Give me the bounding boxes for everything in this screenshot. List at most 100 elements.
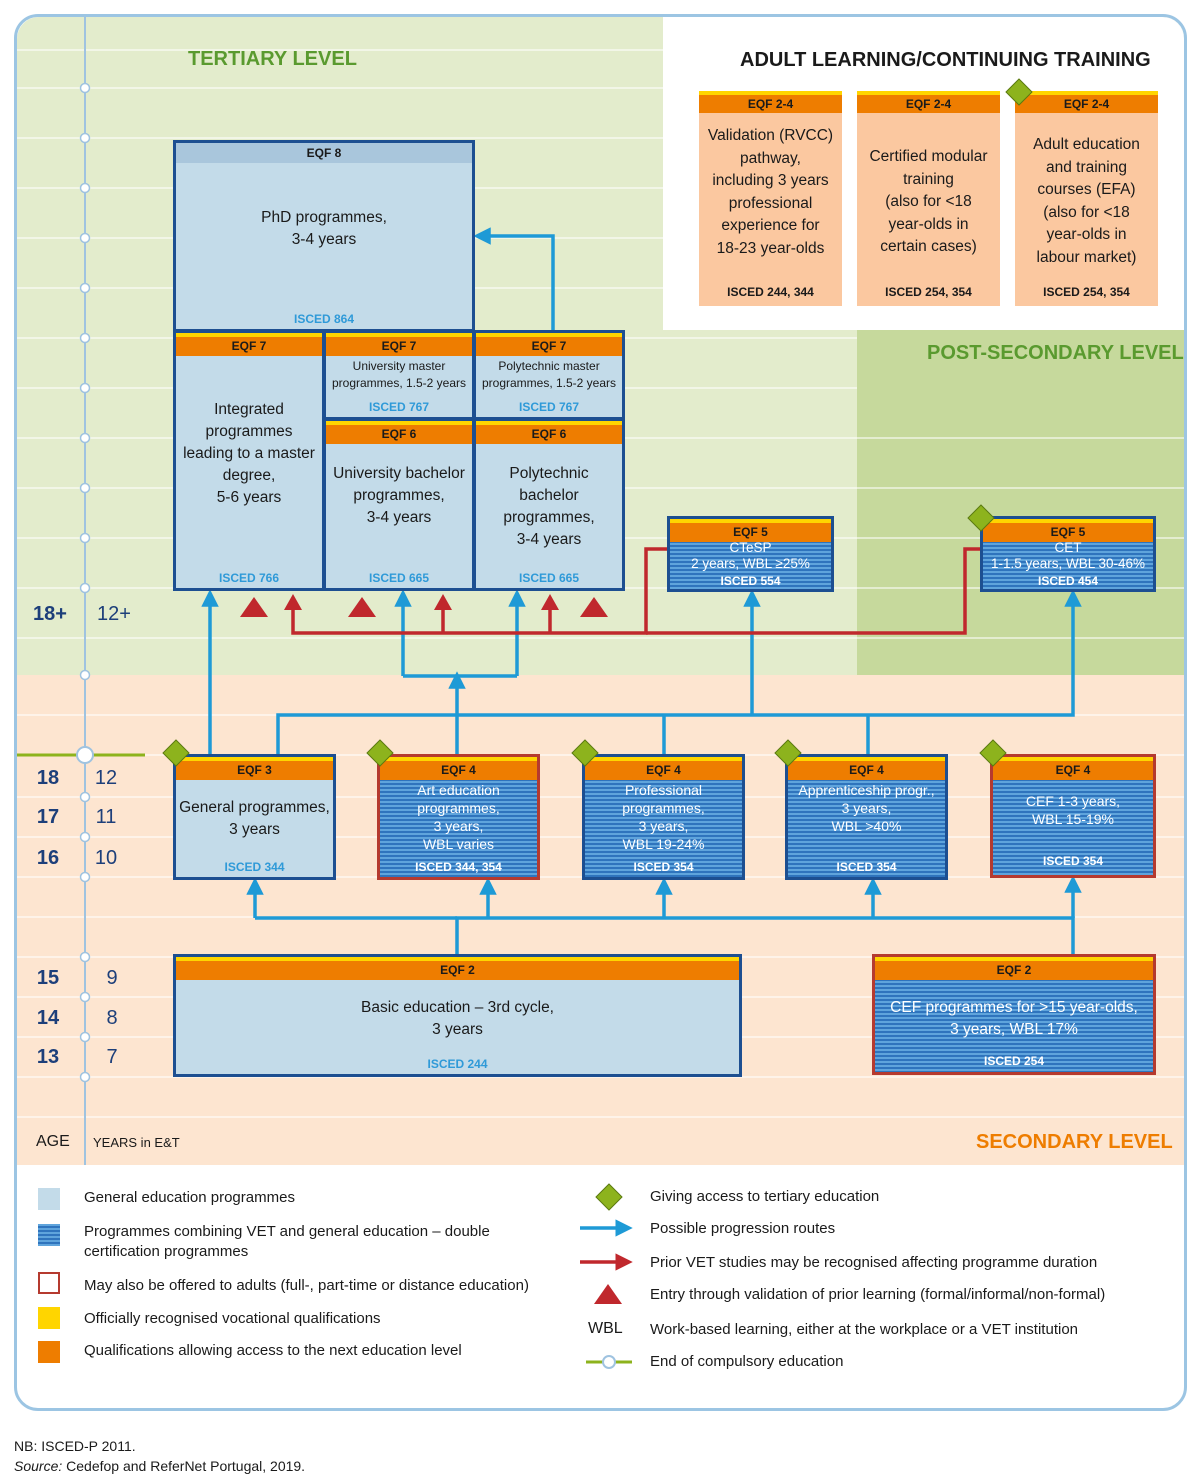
isced-label: ISCED 554 xyxy=(720,574,781,588)
isced-label: ISCED 767 xyxy=(368,400,430,414)
age-value: 17 xyxy=(36,806,60,828)
post-secondary-area xyxy=(857,330,1184,675)
years-label: YEARS in E&T xyxy=(93,1135,180,1150)
box-line: 3 years xyxy=(229,821,280,838)
box-line: 5-6 years xyxy=(216,489,282,506)
box-line: pathway, xyxy=(740,149,801,167)
isced-label: ISCED 766 xyxy=(218,571,280,585)
eqf-label: EQF 4 xyxy=(993,757,1153,780)
box-line: WBL 19-24% xyxy=(622,836,705,852)
poly-bachelor-box: EQF 6 Polytechnic bachelor programmes, 3… xyxy=(473,418,625,591)
isced-label: ISCED 254, 354 xyxy=(885,285,972,299)
box-line: 2 years, WBL ≥25% xyxy=(691,556,810,571)
box-line: General programmes, xyxy=(179,799,330,816)
box-line: labour market) xyxy=(1036,248,1137,266)
uni-master-box: EQF 7 University master programmes, 1.5-… xyxy=(323,330,475,420)
secondary-level-title: SECONDARY LEVEL xyxy=(976,1131,1173,1153)
box-line: year-olds in xyxy=(888,215,969,233)
box-line: Polytechnic xyxy=(509,465,589,482)
eqf-label: EQF 2 xyxy=(875,957,1153,980)
progression-routes xyxy=(201,227,1082,955)
box-line: CET xyxy=(1054,540,1082,555)
box-line: 3-4 years xyxy=(291,231,357,248)
eqf-label: EQF 7 xyxy=(326,333,472,356)
nb-note: NB: ISCED-P 2011. xyxy=(14,1438,136,1454)
source-text: Cedefop and ReferNet Portugal, 2019. xyxy=(62,1458,306,1474)
box-line: certain cases) xyxy=(880,238,977,255)
box-line: Polytechnic master xyxy=(498,359,600,373)
apprenticeship-box: EQF 4 Apprenticeship progr., 3 years, WB… xyxy=(785,754,948,880)
box-line: courses (EFA) xyxy=(1037,181,1136,198)
box-line: programmes, 1.5-2 years xyxy=(331,376,467,390)
adult-learning-title: ADULT LEARNING/CONTINUING TRAINING xyxy=(740,49,1151,71)
general-programmes-box: EQF 3 General programmes, 3 years ISCED … xyxy=(173,754,336,880)
box-line: Integrated xyxy=(214,401,284,418)
compulsory-marker xyxy=(76,746,94,764)
box-line: programmes, xyxy=(503,509,595,526)
box-line: CEF 1-3 years, xyxy=(1025,793,1121,809)
box-line: programmes, xyxy=(622,800,705,816)
phd-box: EQF 8 PhD programmes, 3-4 years ISCED 86… xyxy=(173,140,475,332)
legend-line: Programmes combining VET and general edu… xyxy=(84,1223,490,1240)
source-note: Source: Cedefop and ReferNet Portugal, 2… xyxy=(14,1458,305,1474)
years-value: 7 xyxy=(106,1046,118,1068)
box-line: Art education xyxy=(417,782,500,798)
age-value: 16 xyxy=(36,847,60,869)
years-value: 12+ xyxy=(97,603,131,625)
box-line: professional xyxy=(728,194,813,212)
eqf-label: EQF 3 xyxy=(176,757,333,780)
adult-box-modular: EQF 2-4 Certified modular training (also… xyxy=(857,91,1000,306)
box-line: PhD programmes, xyxy=(261,209,387,226)
isced-label: ISCED 244 xyxy=(427,1057,488,1071)
swatch-general xyxy=(38,1188,60,1210)
box-line: 3 years xyxy=(432,1021,483,1038)
isced-label: ISCED 244, 344 xyxy=(727,285,814,299)
box-line: 3-4 years xyxy=(366,509,432,526)
swatch-official xyxy=(38,1307,60,1329)
cet-box: EQF 5 CET 1-1.5 years, WBL 30-46% ISCED … xyxy=(980,516,1156,592)
box-line: experience for xyxy=(721,217,820,234)
legend-wbl: Work-based learning, either at the workp… xyxy=(650,1321,1078,1338)
box-line: CEF programmes for >15 year-olds, xyxy=(890,999,1138,1016)
box-line: 18-23 year-olds xyxy=(716,239,825,257)
box-line: 3-4 years xyxy=(516,531,582,548)
years-value: 8 xyxy=(106,1007,118,1029)
box-line: year-olds in xyxy=(1046,226,1127,243)
box-line: degree, xyxy=(222,467,276,484)
box-line: WBL 15-19% xyxy=(1032,811,1114,827)
age-label: AGE xyxy=(36,1133,70,1150)
age-value: 14 xyxy=(36,1007,60,1029)
legend-dual: Programmes combining VET and general edu… xyxy=(84,1222,490,1262)
box-line: programmes xyxy=(205,423,293,440)
swatch-dual xyxy=(38,1224,60,1246)
box-line: leading to a master xyxy=(183,445,315,462)
box-line: CTeSP xyxy=(729,540,772,555)
ctesp-box: EQF 5 CTeSP 2 years, WBL ≥25% ISCED 554 xyxy=(667,516,834,592)
box-line: 3 years, xyxy=(841,800,892,816)
years-value: 10 xyxy=(94,847,118,869)
validation-triangles xyxy=(240,597,608,617)
box-line: University master xyxy=(352,359,446,373)
eqf-label: EQF 2-4 xyxy=(857,91,1000,113)
isced-label: ISCED 254 xyxy=(983,1054,1045,1068)
years-value: 12 xyxy=(94,767,118,789)
source-label: Source: xyxy=(14,1458,63,1474)
swatch-access xyxy=(38,1341,60,1363)
eqf-label: EQF 8 xyxy=(176,143,472,163)
cef-eqf4-box: EQF 4 CEF 1-3 years, WBL 15-19% ISCED 35… xyxy=(990,754,1156,878)
box-line: 3 years, WBL 17% xyxy=(950,1021,1078,1038)
basic-education-box: EQF 2 Basic education – 3rd cycle, 3 yea… xyxy=(173,954,742,1077)
box-line: Adult education xyxy=(1033,136,1140,153)
prior-vet-arrowheads xyxy=(284,594,559,610)
poly-master-box: EQF 7 Polytechnic master programmes, 1.5… xyxy=(473,330,625,420)
legend-progression: Possible progression routes xyxy=(650,1220,836,1237)
eqf-label: EQF 5 xyxy=(983,519,1153,542)
cef-eqf2-box: EQF 2 CEF programmes for >15 year-olds, … xyxy=(872,954,1156,1075)
eqf-label: EQF 2-4 xyxy=(699,91,842,113)
adult-box-efa: EQF 2-4 Adult education and training cou… xyxy=(1015,91,1158,306)
legend-official: Officially recognised vocational qualifi… xyxy=(84,1310,381,1327)
box-line: Apprenticeship progr., xyxy=(798,782,935,798)
box-line: 3 years, xyxy=(638,818,689,834)
legend-tertiary-access: Giving access to tertiary education xyxy=(650,1188,880,1205)
legend-general: General education programmes xyxy=(84,1189,295,1206)
